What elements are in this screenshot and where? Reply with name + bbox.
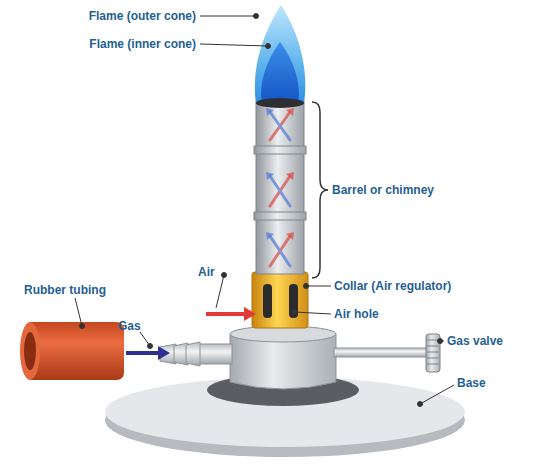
part-label: Rubber tubing: [24, 283, 106, 297]
air-hole: [289, 284, 298, 318]
part-label: Barrel or chimney: [332, 183, 434, 197]
part-label: Gas valve: [447, 334, 503, 348]
leader-lines: [75, 14, 454, 407]
bracket: [312, 102, 328, 278]
part-label: Base: [457, 376, 486, 390]
collar: [252, 272, 308, 328]
barrel: [254, 102, 306, 274]
part-label: Air hole: [334, 307, 379, 321]
air-hole: [263, 284, 272, 318]
flame: [255, 5, 305, 108]
part-label: Gas: [118, 319, 141, 333]
part-label: Air: [198, 265, 215, 279]
gas-valve: [334, 334, 440, 372]
burner-body: [230, 326, 336, 389]
air-arrow: [206, 307, 256, 321]
part-label: Flame (inner cone): [89, 37, 196, 51]
gas-inlet-nozzle: [160, 342, 232, 366]
part-label: Flame (outer cone): [89, 9, 196, 23]
part-label: Collar (Air regulator): [334, 279, 451, 293]
rubber-tubing: [20, 322, 124, 380]
